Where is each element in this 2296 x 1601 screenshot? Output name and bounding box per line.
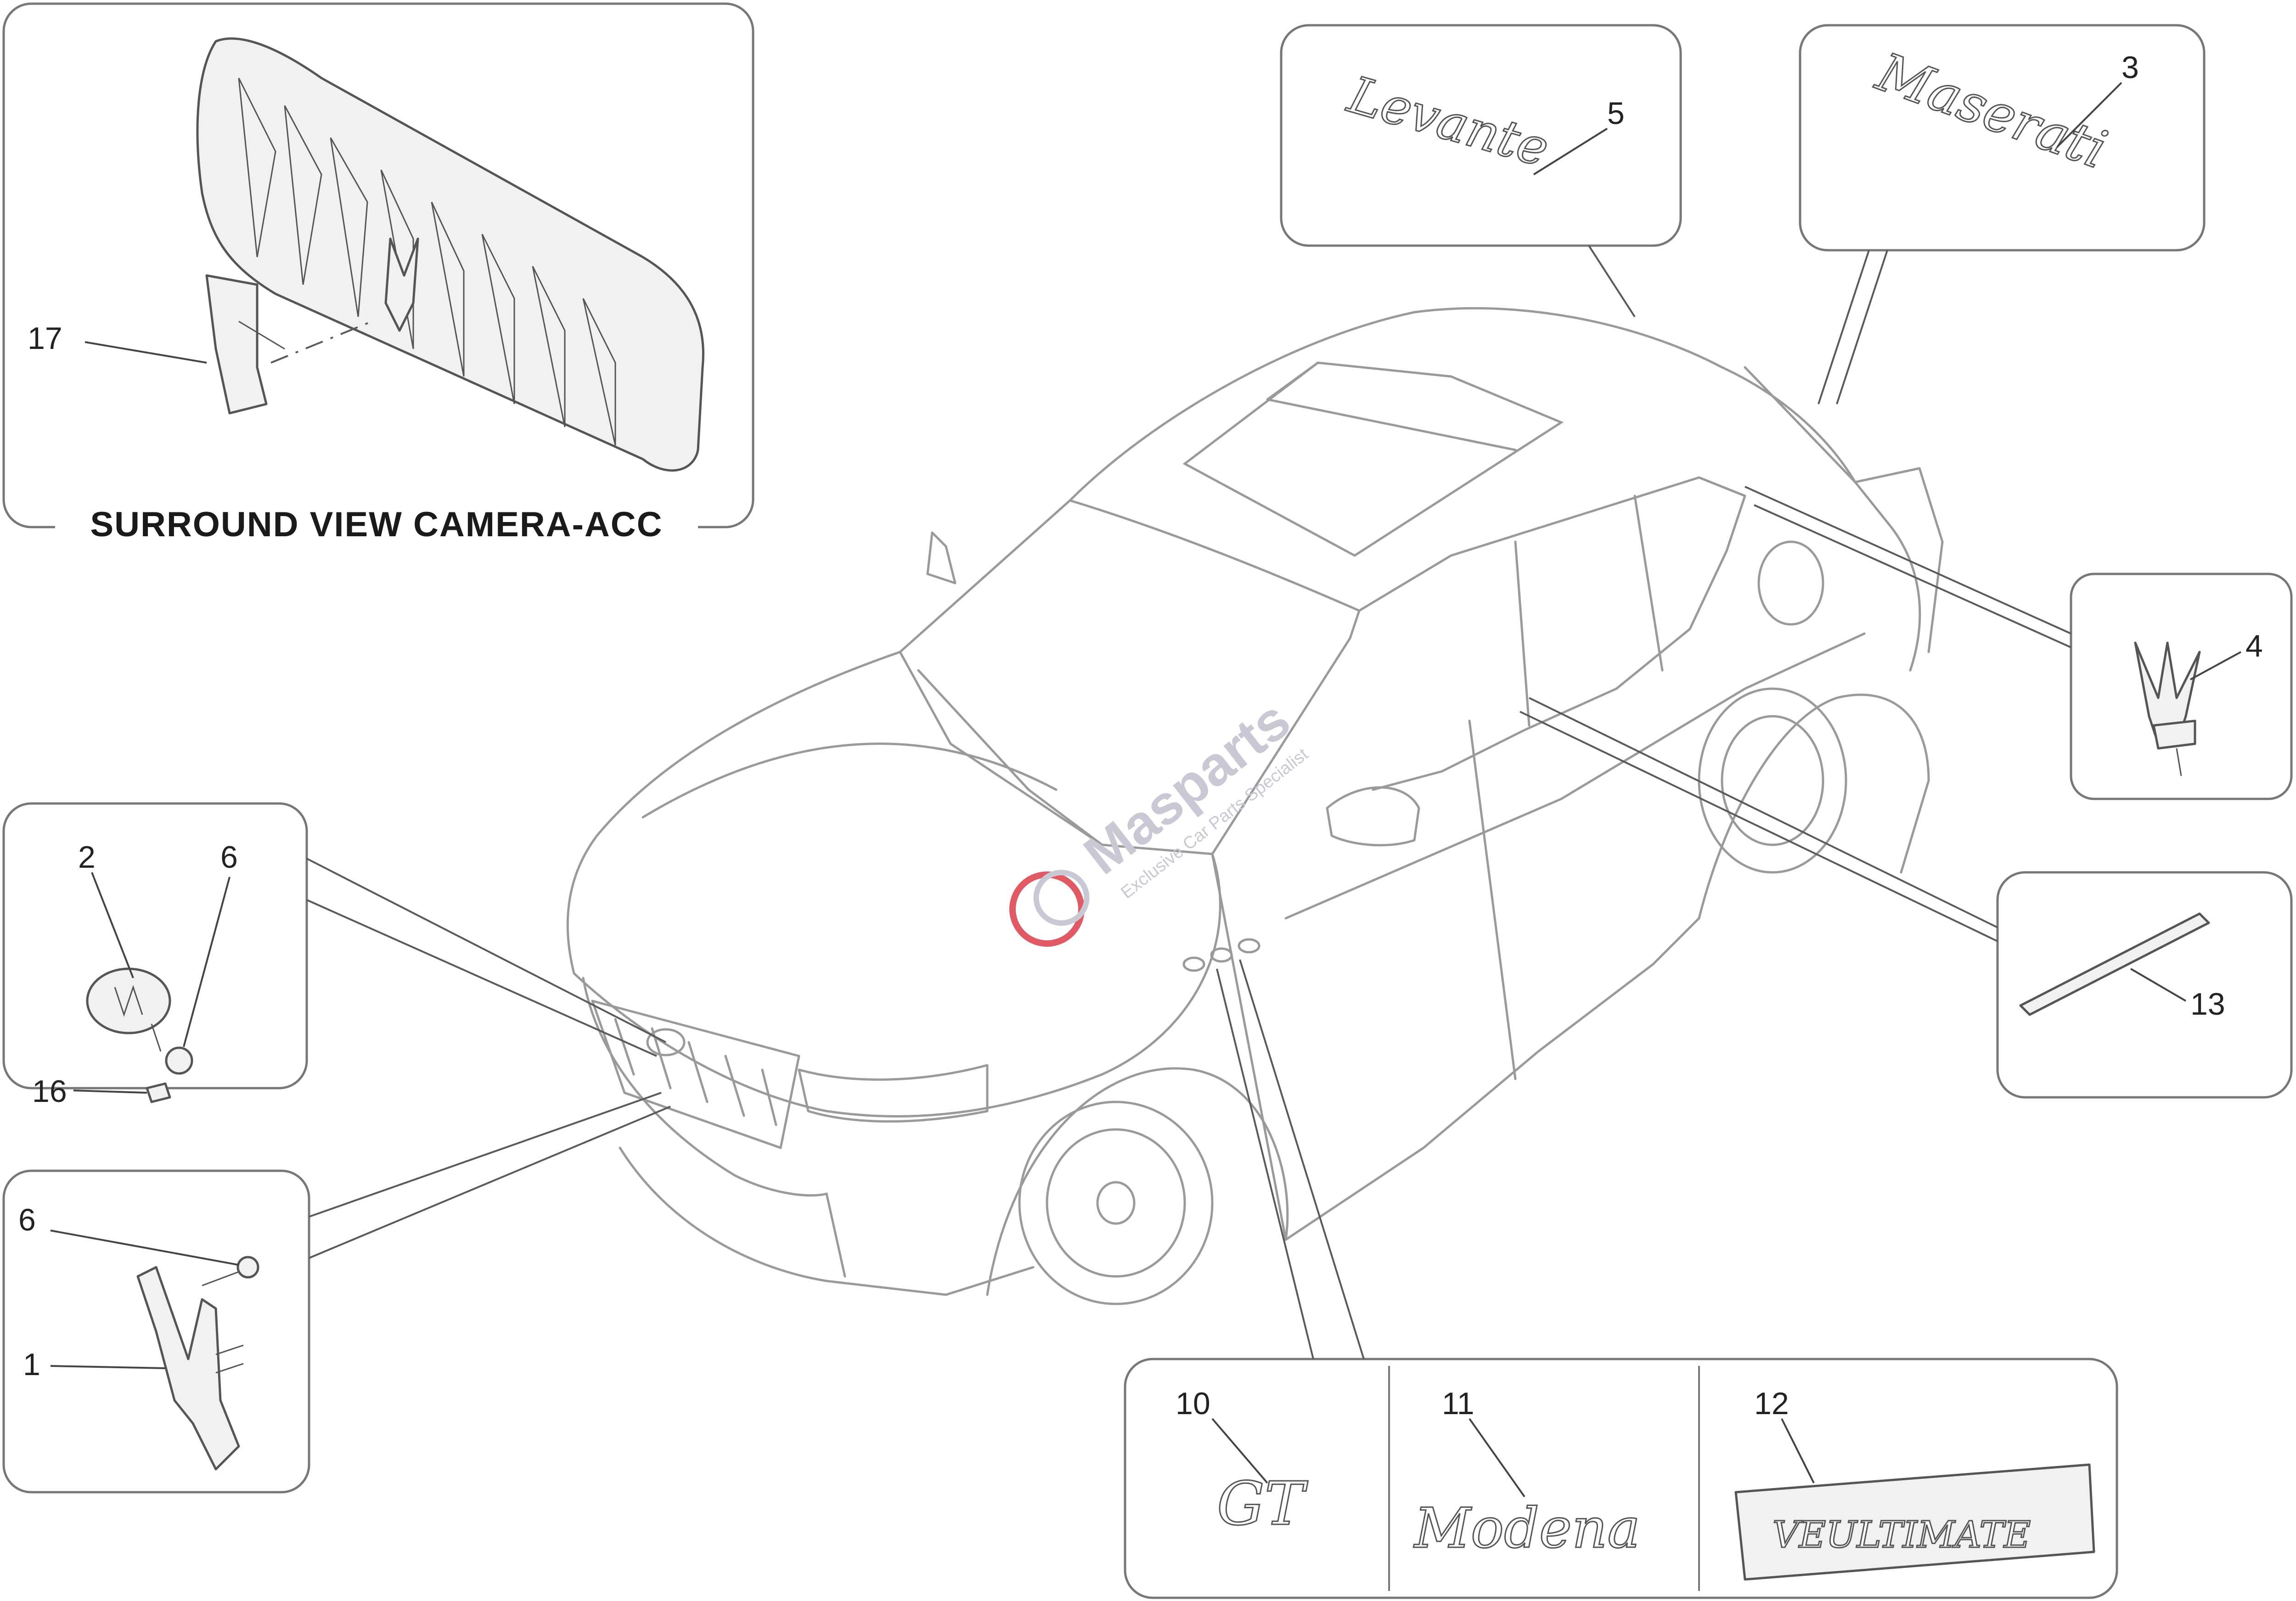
modena-badge-icon: Modena (1413, 1497, 1640, 1561)
callout-3: 3 (2122, 50, 2139, 85)
callout-16: 16 (32, 1074, 67, 1109)
plate-badge-text: VEULTIMATE (1773, 1513, 2031, 1556)
watermark: Masparts Exclusive Car Parts Specialist (1009, 689, 1312, 947)
side-badges-inset: GT 10 Modena 11 VEULTIMATE 12 (1124, 959, 2118, 1599)
clip-icon (146, 1082, 171, 1103)
hood-badge-frame (2, 802, 308, 1090)
callout-11: 11 (1442, 1386, 1474, 1421)
car-illustration (566, 307, 1944, 1305)
side-moulding-icon (2019, 912, 2210, 1016)
hood-badge-inset: 2 6 16 (2, 802, 666, 1109)
front-grille-icon (196, 37, 704, 472)
trident-badge-inset: 4 (1745, 486, 2293, 800)
callout-13: 13 (2190, 987, 2225, 1022)
maserati-badge-inset: Maserati 3 (1799, 24, 2206, 404)
callout-2: 2 (78, 840, 96, 875)
moulding-frame (1996, 871, 2293, 1099)
callout-4: 4 (2245, 629, 2263, 663)
camera-bracket-icon (205, 274, 268, 415)
gt-badge-icon: GT (1217, 1469, 1308, 1539)
watermark-logo-icon (1009, 871, 1085, 947)
moulding-inset: 13 (1519, 697, 2293, 1099)
grille-inset: SURROUND VIEW CAMERA-ACC 17 (2, 2, 754, 551)
callout-6b: 6 (18, 1202, 36, 1237)
callout-12: 12 (1754, 1386, 1789, 1421)
grille-trident-icon (136, 1266, 240, 1471)
surround-view-caption: SURROUND VIEW CAMERA-ACC (90, 505, 663, 544)
nut-icon-2 (236, 1256, 259, 1279)
callout-6a: 6 (220, 840, 238, 875)
nut-icon (165, 1046, 193, 1075)
levante-badge-inset: Levante 5 (1280, 24, 1682, 318)
grille-trident-inset: 6 1 (2, 1092, 671, 1494)
levante-badge-frame (1280, 24, 1682, 247)
plate-badge-icon (1734, 1463, 2095, 1581)
maserati-badge-frame (1799, 24, 2206, 252)
callout-17: 17 (28, 321, 62, 356)
callout-1: 1 (23, 1347, 40, 1382)
callout-5: 5 (1607, 96, 1625, 131)
callout-10: 10 (1176, 1386, 1210, 1421)
